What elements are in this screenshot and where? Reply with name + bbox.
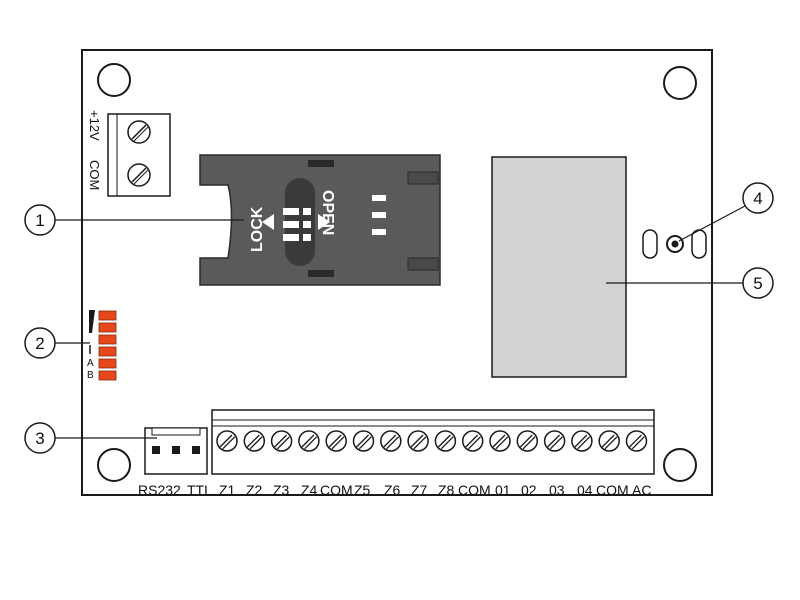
mounting-hole	[663, 448, 697, 482]
screw-icon	[489, 430, 511, 452]
callout-3: 3	[24, 422, 157, 454]
screw-slot	[601, 434, 615, 448]
label-z4: Z4	[301, 482, 318, 498]
screw-icon	[216, 430, 238, 452]
label-com-2: COM	[458, 482, 491, 498]
screw-slot	[383, 434, 397, 448]
screw-icon	[298, 430, 320, 452]
screw-slot	[274, 434, 288, 448]
callout-5: 5	[606, 267, 774, 299]
screw-slot	[604, 436, 618, 450]
antenna-connector	[642, 229, 707, 259]
mounting-hole	[663, 66, 697, 100]
screw-slot	[304, 436, 318, 450]
open-arrow-icon	[318, 214, 330, 230]
screw-slot	[386, 436, 400, 450]
sim-lock-label: LOCK	[249, 206, 266, 252]
screw-slot	[547, 434, 561, 448]
label-z6: Z6	[384, 482, 401, 498]
screw-slot	[468, 436, 481, 450]
label-z1: Z1	[219, 482, 236, 498]
screw-slot	[519, 434, 533, 448]
callout-number: 5	[753, 274, 762, 293]
screw-slot	[222, 436, 236, 450]
callout-number: 1	[35, 211, 44, 230]
label-01: 01	[495, 482, 511, 498]
screw-icon	[434, 430, 457, 452]
screw-icon	[598, 430, 620, 452]
label-02: 02	[521, 482, 537, 498]
screw-icon	[243, 430, 266, 452]
sim-card-holder: LOCK OPEN	[199, 154, 441, 286]
mounting-hole	[97, 63, 131, 97]
power-label-12v: +12V	[87, 110, 102, 141]
screw-slot	[437, 434, 451, 448]
screw-slot	[549, 436, 563, 450]
screw-slot	[358, 436, 372, 450]
mounting-hole	[97, 448, 131, 482]
screw-slot	[331, 436, 345, 450]
sim-open-label: OPEN	[319, 190, 336, 235]
screw-slot	[246, 434, 260, 448]
screw-slot	[219, 434, 233, 448]
label-z7: Z7	[411, 482, 428, 498]
screw-slot	[631, 436, 645, 450]
screw-slot	[574, 434, 588, 448]
callout-2: 2	[24, 327, 90, 359]
label-z8: Z8	[438, 482, 455, 498]
screw-slot	[440, 436, 454, 450]
callout-number: 4	[753, 189, 762, 208]
screw-slot	[413, 436, 427, 450]
label-ac: AC	[632, 482, 651, 498]
dip-label-a: A	[87, 358, 94, 369]
screw-icon	[407, 430, 429, 452]
lock-arrow-icon	[262, 214, 274, 230]
dip-label-b: B	[87, 370, 94, 381]
screw-slot	[465, 434, 479, 448]
screw-slot	[522, 436, 536, 450]
screw-slot	[276, 436, 290, 450]
screw-slot	[356, 434, 369, 448]
callout-number: 3	[35, 429, 44, 448]
label-ttl: TTL	[187, 482, 212, 498]
screw-slot	[328, 434, 342, 448]
label-z5: Z5	[354, 482, 371, 498]
power-label-com: COM	[87, 160, 102, 190]
callout-1: 1	[24, 204, 244, 236]
label-com-3: COM	[596, 482, 629, 498]
screw-slot	[577, 436, 591, 450]
label-z3: Z3	[273, 482, 290, 498]
screw-icon	[516, 430, 539, 452]
screw-icon	[461, 430, 484, 452]
callout-4: 4	[678, 182, 774, 242]
screw-icon	[571, 430, 593, 452]
screw-slot	[629, 434, 642, 448]
screw-icon	[543, 430, 566, 452]
rs232-connector	[144, 427, 208, 475]
terminal-labels: RS232 TTL Z1 Z2 Z3 Z4 COM Z5 Z6 Z7 Z8 CO…	[138, 482, 651, 498]
screw-slot	[492, 434, 506, 448]
screw-slot	[410, 434, 424, 448]
label-rs232: RS232	[138, 482, 181, 498]
gsm-module	[491, 156, 627, 378]
dip-switch: A B	[87, 310, 117, 381]
screw-icon	[270, 430, 293, 452]
label-03: 03	[549, 482, 565, 498]
power-terminal-block: +12V COM	[87, 110, 171, 197]
screw-slot	[249, 436, 263, 450]
screw-icon	[325, 430, 347, 452]
screw-icon	[380, 430, 402, 452]
screw-slot	[495, 436, 509, 450]
terminal-screws	[216, 430, 648, 452]
screw-icon	[625, 430, 648, 452]
callout-number: 2	[35, 334, 44, 353]
screw-icon	[352, 430, 375, 452]
label-z2: Z2	[246, 482, 263, 498]
screw-slot	[301, 434, 315, 448]
label-04: 04	[577, 482, 593, 498]
label-com-1: COM	[320, 482, 353, 498]
